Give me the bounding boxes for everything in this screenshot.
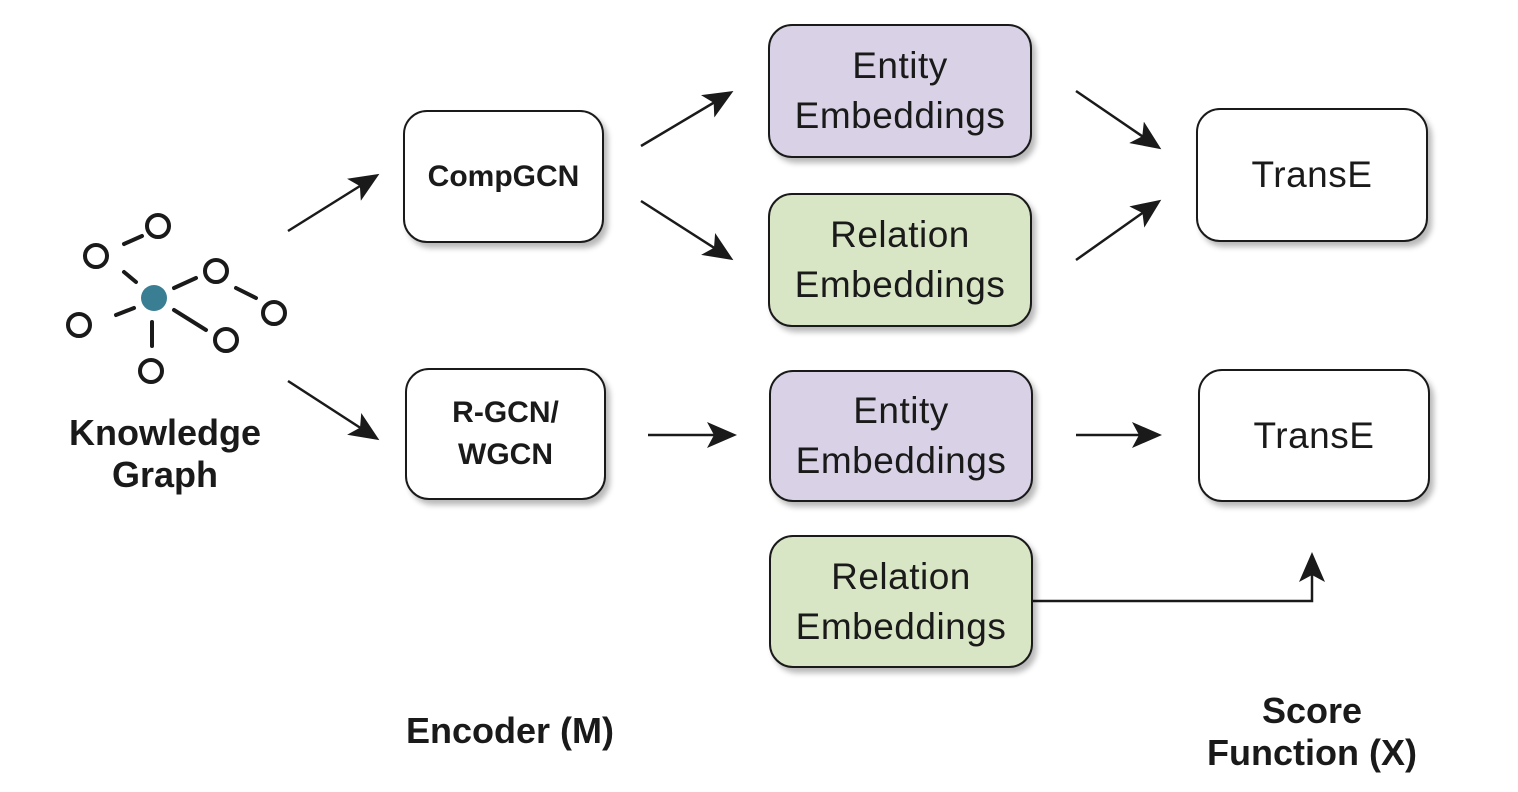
compgcn-box: CompGCN [403, 110, 604, 243]
transe-box-top: TransE [1196, 108, 1428, 242]
arrow-relation-to-transe-bottom [1032, 552, 1325, 603]
transe-label-bottom: TransE [1253, 414, 1375, 456]
score-function-caption-line2: Function (X) [1207, 732, 1417, 773]
knowledge-graph-label-line1: Knowledge [68, 412, 261, 453]
arrow-relation-to-transe-top [1075, 199, 1162, 262]
transe-label-top: TransE [1251, 154, 1373, 195]
relation-embeddings-label-line2: Embeddings [795, 605, 1007, 647]
entity-embeddings-label-line1: Entity [853, 390, 949, 431]
entity-embeddings-label-line1: Entity [852, 45, 948, 86]
relation-embeddings-label-line1: Relation [831, 555, 971, 597]
entity-embeddings-box-bottom: Entity Embeddings [769, 370, 1033, 502]
graph-node [83, 243, 109, 269]
graph-node [213, 327, 239, 353]
arrow-compgcn-to-entity [640, 90, 734, 148]
graph-center-node [141, 285, 167, 311]
rgcn-label-line2: WGCN [458, 438, 553, 471]
graph-node [138, 358, 164, 384]
graph-edge [172, 308, 208, 332]
relation-embeddings-box-top: Relation Embeddings [768, 193, 1032, 327]
score-function-caption-line1: Score [1261, 690, 1363, 731]
arrow-compgcn-to-relation [640, 199, 734, 261]
graph-node [145, 213, 171, 239]
rgcn-wgcn-box: R-GCN/ WGCN [405, 368, 606, 500]
compgcn-label: CompGCN [427, 159, 580, 193]
relation-embeddings-label-line2: Embeddings [794, 264, 1006, 305]
score-function-caption: Score Function (X) [1180, 690, 1444, 774]
entity-embeddings-label-line2: Embeddings [794, 95, 1006, 136]
knowledge-graph-label: Knowledge Graph [46, 412, 284, 496]
arrow-entity-to-transe-top [1075, 89, 1162, 150]
graph-edge [234, 286, 258, 300]
knowledge-graph-icon [66, 213, 287, 384]
graph-edge [114, 306, 136, 317]
entity-embeddings-box-top: Entity Embeddings [768, 24, 1032, 158]
graph-edge [172, 276, 198, 290]
knowledge-graph-label-line2: Graph [111, 454, 218, 495]
arrow-kg-to-compgcn [287, 173, 380, 233]
arrow-kg-to-rgcn [287, 379, 380, 441]
encoder-caption: Encoder (M) [405, 710, 614, 751]
graph-node [203, 258, 229, 284]
entity-embeddings-label-line2: Embeddings [795, 440, 1007, 481]
rgcn-label-line1: R-GCN/ [452, 396, 559, 429]
relation-embeddings-label-line1: Relation [830, 214, 970, 255]
graph-node [66, 312, 92, 338]
graph-edge [122, 270, 138, 284]
transe-box-bottom: TransE [1198, 369, 1430, 502]
graph-node [261, 300, 287, 326]
graph-edge [122, 234, 144, 246]
relation-embeddings-box-bottom: Relation Embeddings [769, 535, 1033, 668]
